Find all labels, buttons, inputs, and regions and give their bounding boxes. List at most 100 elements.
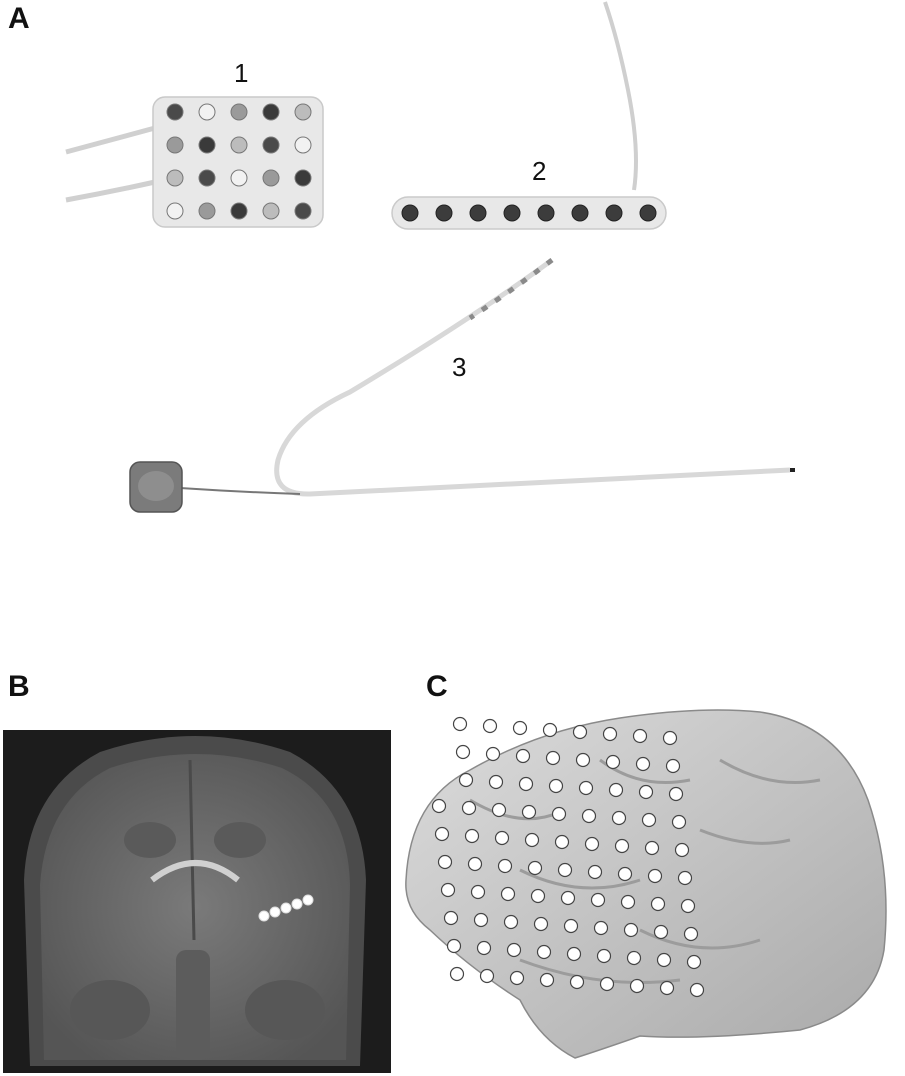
brain-contact [575, 752, 591, 768]
brain-contact [515, 748, 531, 764]
grid-contact [294, 202, 312, 220]
brain-contact [602, 726, 618, 742]
mri-midline [188, 759, 196, 941]
brain-contact [653, 924, 669, 940]
brain-contact [440, 882, 456, 898]
brain-contact [650, 896, 666, 912]
brain-contact [629, 978, 645, 994]
grid-contact [230, 103, 248, 121]
brain-contact [455, 744, 471, 760]
brain-contact [542, 722, 558, 738]
brain-contact [452, 716, 468, 732]
brain-contact [512, 720, 528, 736]
grid-contact [166, 103, 184, 121]
depth-electrode [129, 257, 795, 513]
brain-contact [539, 972, 555, 988]
strip-contacts [401, 204, 657, 222]
brain-contact [467, 856, 483, 872]
brain-contact [446, 938, 462, 954]
strip-electrode-label: 2 [532, 156, 547, 186]
mri-brainstem [176, 950, 210, 1060]
grid-contact [262, 103, 280, 121]
grid-contact [198, 169, 216, 187]
brain-contact [506, 942, 522, 958]
grid-contact [230, 169, 248, 187]
grid-contact [294, 169, 312, 187]
brain-contact [662, 730, 678, 746]
mri-contact [280, 902, 292, 914]
grid-contact [166, 202, 184, 220]
brain-contact [503, 914, 519, 930]
brain-contact [497, 858, 513, 874]
grid-electrode [65, 96, 324, 228]
strip-contact [435, 204, 453, 222]
strip-contact [639, 204, 657, 222]
mri-panel [3, 730, 391, 1073]
grid-electrode-label: 1 [234, 58, 249, 88]
panel-b-label: B [8, 670, 30, 703]
connector-wire [179, 487, 301, 495]
brain-contact [635, 756, 651, 772]
grid-contact [230, 202, 248, 220]
mri-contact [269, 906, 281, 918]
strip-electrode [391, 1, 667, 230]
brain-contact [659, 980, 675, 996]
grid-contact [262, 169, 280, 187]
brain-contact [578, 780, 594, 796]
brain-contact [563, 918, 579, 934]
strip-body [391, 196, 667, 230]
brain-contact [632, 728, 648, 744]
brain-contact [605, 754, 621, 770]
grid-contact [198, 136, 216, 154]
brain-contact [647, 868, 663, 884]
brain-contact [437, 854, 453, 870]
strip-contact [571, 204, 589, 222]
grid-contacts [166, 103, 312, 220]
brain-contact [443, 910, 459, 926]
brain-contact [689, 982, 705, 998]
grid-contact [294, 136, 312, 154]
brain-contact [569, 974, 585, 990]
brain-contact [527, 860, 543, 876]
brain-contact [476, 940, 492, 956]
mri-corpus-callosum [150, 860, 240, 883]
grid-cable-lower [65, 179, 156, 203]
brain-contact [548, 778, 564, 794]
grid-contact [198, 103, 216, 121]
brain-contact [551, 806, 567, 822]
grid-pad [152, 96, 324, 228]
strip-contact [503, 204, 521, 222]
brain-contact [494, 830, 510, 846]
connector-face [138, 471, 174, 501]
brain-contact [458, 772, 474, 788]
mri-temporal-right [245, 980, 325, 1040]
mri-contact [291, 898, 303, 910]
mri-ventricle-left [124, 822, 176, 858]
panel-c-label: C [426, 670, 448, 703]
mri-electrode-contacts [258, 894, 314, 922]
brain-contact [461, 800, 477, 816]
brain-contact [668, 786, 684, 802]
brain-contact [533, 916, 549, 932]
brain-contact [611, 810, 627, 826]
depth-shaft [274, 257, 791, 497]
brain-contact [608, 782, 624, 798]
panel-a-label: A [8, 2, 30, 35]
mri-ventricle-right [214, 822, 266, 858]
strip-contact [537, 204, 555, 222]
brain-contact [554, 834, 570, 850]
brain-contact [536, 944, 552, 960]
brain-contact [665, 758, 681, 774]
brain-contact [524, 832, 540, 848]
brain-contact [674, 842, 690, 858]
brain-contact [473, 912, 489, 928]
strip-contact [605, 204, 623, 222]
mri-contact [302, 894, 314, 906]
brain-contact [590, 892, 606, 908]
brain-contact [686, 954, 702, 970]
mri-temporal-left [70, 980, 150, 1040]
brain-contact [518, 776, 534, 792]
brain-contact [509, 970, 525, 986]
brain-contact [623, 922, 639, 938]
brain-contact [566, 946, 582, 962]
